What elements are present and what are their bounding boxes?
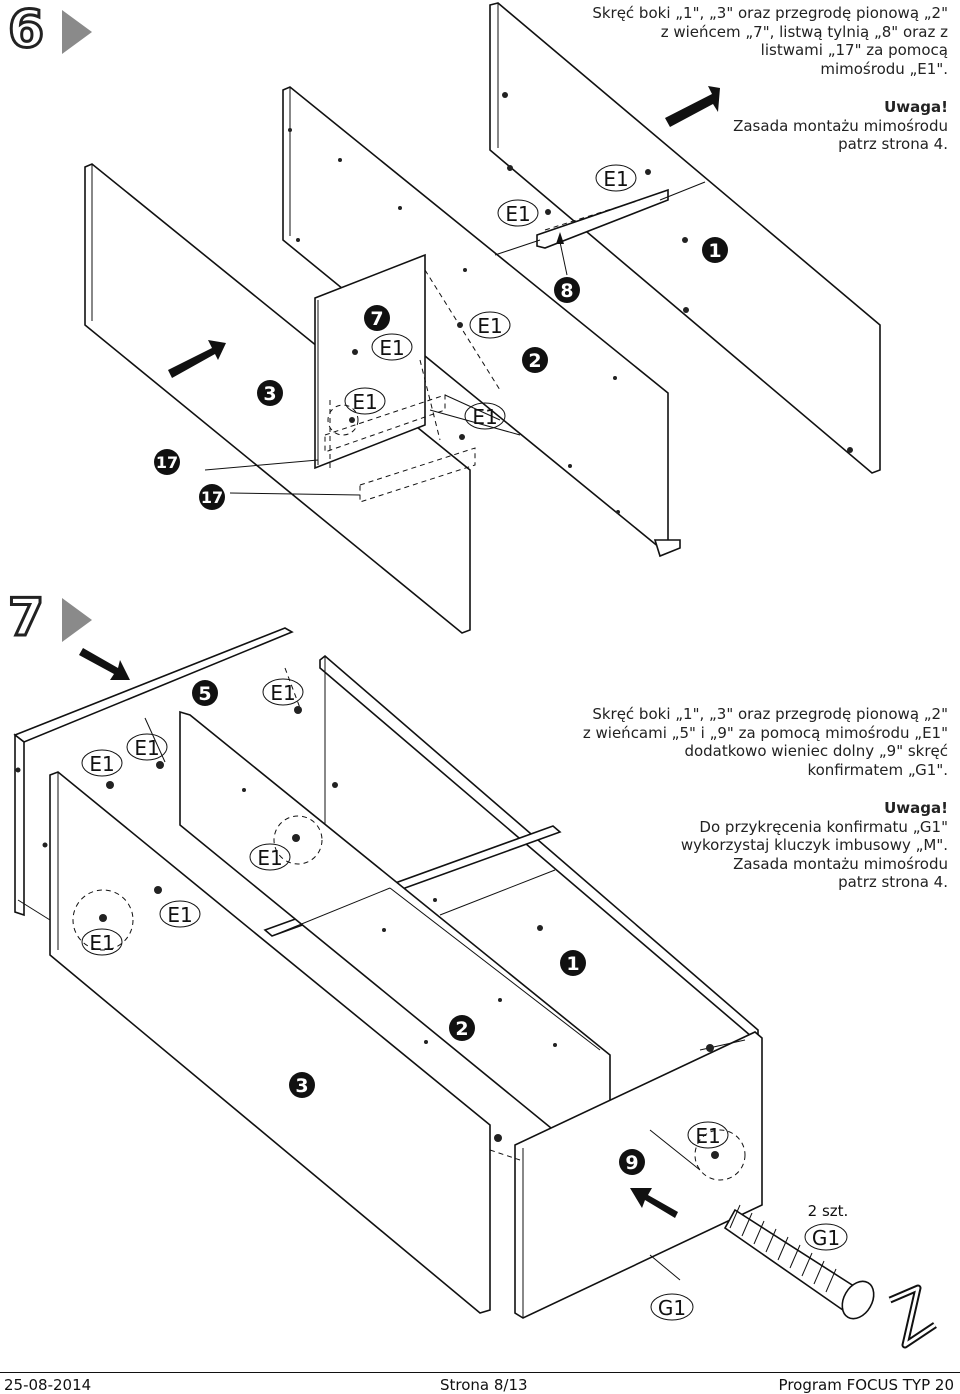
quantity-label: 2 szt. [808,1202,849,1220]
instruction-line: Skręć boki „1", „3" oraz przegrodę piono… [592,4,948,22]
e1-label: E1 [167,903,192,927]
part-label-1: 1 [702,237,728,263]
top-panel-5 [13,627,294,743]
arrow-icon [79,648,130,680]
arrow-icon [630,1188,678,1218]
e1-label: E1 [134,736,159,760]
svg-text:5: 5 [198,683,211,705]
e1-label: E1 [379,336,404,360]
part-label-5: 5 [192,680,218,706]
step-arrow-icon [62,10,92,54]
part-label-17: 17 [154,449,180,475]
svg-text:9: 9 [625,1152,638,1174]
svg-text:8: 8 [560,280,573,302]
instruction-line: dodatkowo wieniec dolny „9" skręć [684,742,948,760]
g1-label: G1 [812,1226,840,1250]
instruction-line: Skręć boki „1", „3" oraz przegrodę piono… [592,705,948,723]
step-7-marker: 7 [6,588,108,652]
instruction-line: z wieńcami „5" i „9" za pomocą mimośrodu… [582,723,948,742]
e1-label: E1 [695,1124,720,1148]
e1-label: E1 [257,846,282,870]
svg-text:17: 17 [201,488,223,507]
svg-text:3: 3 [263,383,276,405]
step-arrow-icon [62,598,92,642]
rail-17-b [359,447,476,503]
step-7-number: 7 [6,588,45,648]
footer-date: 25-08-2014 [4,1376,92,1394]
part-label-3: 3 [289,1072,315,1098]
note-line: patrz strona 4. [838,873,948,891]
svg-text:7: 7 [370,308,383,330]
instruction-line: konfirmatem „G1". [807,760,948,779]
instruction-line: z wieńcem „7", listwą tylnią „8" oraz z [660,22,948,41]
e1-label: E1 [89,752,114,776]
instruction-line: mimośrodu „E1". [820,59,948,78]
part-label-17: 17 [199,484,225,510]
svg-text:3: 3 [295,1075,308,1097]
e1-label: E1 [89,931,114,955]
bottom-panel-9 [514,1031,763,1319]
e1-label: E1 [603,167,628,191]
top-panel-7 [314,253,426,470]
e1-label: E1 [270,681,295,705]
back-rail-8 [536,188,669,249]
part-label-3: 3 [257,380,283,406]
step-6-instructions: Skręć boki „1", „3" oraz przegrodę piono… [568,4,948,154]
instruction-line: listwami „17" za pomocą [760,41,948,59]
rail-17-a [324,394,446,453]
page-footer: 25-08-2014 Strona 8/13 Program FOCUS TYP… [0,1372,960,1394]
part-label-2: 2 [522,347,548,373]
note-line: Do przykręcenia konfirmatu „G1" [699,817,948,836]
part-label-2: 2 [449,1015,475,1041]
part-label-1: 1 [560,950,586,976]
part-label-7: 7 [364,305,390,331]
note-title: Uwaga! [884,98,948,116]
part-label-8: 8 [554,277,580,303]
panel-foot [653,539,681,558]
step-7-drawing: 5 1 2 3 9 E1 E1 E1 E1 E1 [13,627,937,1349]
note-line: patrz strona 4. [838,135,948,153]
step-6-drawing: 1 2 3 7 8 17 17 E1 E1 [84,2,881,634]
svg-text:2: 2 [455,1018,468,1040]
e1-label: E1 [472,405,497,429]
e1-label: E1 [352,390,377,414]
svg-text:1: 1 [708,240,721,262]
part-label-9: 9 [619,1149,645,1175]
step-6-number: 6 [6,0,45,60]
svg-text:17: 17 [156,453,178,472]
confirmat-screw-icon [723,1204,875,1320]
g1-label: G1 [658,1296,686,1320]
note-line: wykorzystaj kluczyk imbusowy „M". [680,836,948,854]
note-line: Zasada montażu mimośrodu [733,854,948,873]
svg-text:2: 2 [528,350,541,372]
footer-program: Program FOCUS TYP 20 [778,1376,954,1394]
step-7-instructions: Skręć boki „1", „3" oraz przegrodę piono… [548,705,948,892]
e1-label: E1 [505,202,530,226]
footer-page-number: Strona 8/13 [440,1376,528,1394]
note-title: Uwaga! [884,799,948,817]
arrow-icon [665,86,720,127]
note-line: Zasada montażu mimośrodu [733,116,948,135]
step-6-marker: 6 [6,0,108,64]
top-panel-edge [14,733,25,917]
svg-text:1: 1 [566,953,579,975]
arrow-icon [168,340,226,378]
e1-label: E1 [477,314,502,338]
